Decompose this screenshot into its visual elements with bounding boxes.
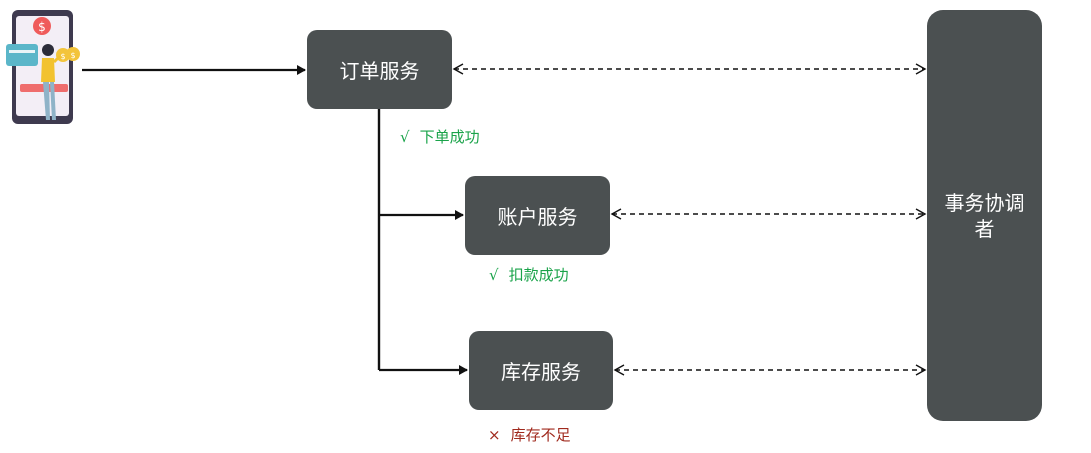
- order-status-text: 下单成功: [419, 128, 480, 146]
- order-service-node: 订单服务: [307, 30, 452, 109]
- account-service-node: 账户服务: [465, 176, 610, 255]
- transaction-coordinator-node: 事务协调者: [927, 10, 1042, 421]
- svg-text:$: $: [38, 20, 46, 34]
- order-status: √ 下单成功: [400, 126, 480, 147]
- order-service-label: 订单服务: [339, 59, 420, 83]
- stock-service-label: 库存服务: [501, 360, 581, 384]
- stock-status: × 库存不足: [488, 424, 571, 445]
- check-mark-icon: √: [489, 265, 499, 284]
- svg-text:$: $: [70, 51, 75, 60]
- client-phone-payment-icon: $ $ $: [6, 10, 80, 124]
- transaction-coordinator-label: 事务协调者: [944, 190, 1025, 241]
- cross-mark-icon: ×: [488, 425, 501, 444]
- account-service-label: 账户服务: [497, 205, 578, 229]
- stock-service-node: 库存服务: [469, 331, 613, 410]
- svg-text:$: $: [60, 52, 65, 61]
- check-mark-icon: √: [400, 127, 410, 146]
- account-status-text: 扣款成功: [508, 266, 569, 284]
- stock-status-text: 库存不足: [510, 426, 571, 444]
- account-status: √ 扣款成功: [489, 264, 569, 285]
